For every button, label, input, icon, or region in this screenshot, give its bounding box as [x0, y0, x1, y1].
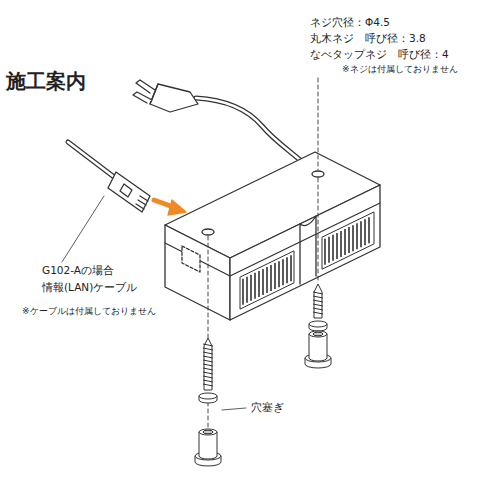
lan-contacts: [136, 196, 148, 209]
note-text: ネジ穴径：Φ4.5: [308, 16, 392, 29]
vent-slat: [356, 223, 358, 249]
vent-slat: [278, 261, 280, 287]
lan-cable: [68, 142, 118, 180]
note-text: ※ケーブルは付属しておりません: [20, 306, 158, 317]
vent-slat: [352, 225, 354, 251]
vent-slat: [328, 237, 330, 263]
power-cord: [196, 98, 300, 160]
vent-slat: [266, 267, 268, 293]
plug-prong: [133, 92, 152, 103]
vent-slat: [246, 277, 248, 303]
screw-hole: [312, 171, 324, 177]
screw-head: [309, 321, 327, 331]
vent-frame: [240, 251, 294, 309]
vent-slat: [290, 255, 292, 281]
lan-latch: [120, 184, 132, 197]
plug-body: [150, 84, 198, 112]
screw: [309, 284, 323, 318]
screw: [199, 338, 213, 390]
vent-slat: [262, 269, 264, 295]
vent-slat: [364, 219, 366, 245]
center-line: [318, 78, 319, 282]
power-cord-inner: [196, 98, 300, 160]
screw-head: [199, 393, 217, 403]
vent-frame: [322, 212, 374, 269]
vent-slat: [324, 239, 326, 265]
vent-slat: [270, 265, 272, 291]
housing-front: [230, 185, 380, 320]
hole-plug: [195, 429, 221, 466]
part-label: 穴塞ぎ: [249, 401, 286, 414]
vent-slat: [286, 257, 288, 283]
plug-prong: [136, 80, 155, 93]
screw-hole: [202, 229, 214, 235]
note-text: G102-Aの場合: [40, 264, 116, 277]
leader-line: [222, 408, 246, 410]
vent-slat: [332, 235, 334, 261]
insert-arrowhead: [168, 200, 186, 215]
leader-line: [62, 196, 104, 262]
jack-opening: [182, 246, 200, 272]
vent-slat: [348, 227, 350, 253]
note-text: ※ネジは付属しておりません: [340, 64, 460, 75]
note-text: 丸木ネジ 呼び径：3.8: [308, 32, 428, 45]
vent-slat: [254, 273, 256, 299]
vent-slat: [368, 217, 370, 243]
vent-slat: [250, 275, 252, 301]
vent-slat: [344, 229, 346, 255]
housing-side: [165, 225, 230, 320]
vent-slat: [282, 259, 284, 285]
vent-slat: [340, 231, 342, 257]
title: 施工案内: [6, 68, 86, 95]
note-text: なべタップネジ 呼び径：4: [308, 48, 451, 61]
vent-slat: [274, 263, 276, 289]
lan-cable-inner: [68, 142, 118, 180]
lan-connector: [108, 172, 150, 212]
vent-slat: [258, 271, 260, 297]
hole-plug: [305, 331, 331, 368]
note-text: 情報(LAN)ケーブル: [40, 281, 139, 294]
vent-slat: [336, 233, 338, 259]
vent-slat: [242, 279, 244, 305]
housing-channel: [300, 216, 316, 284]
vent-slat: [360, 221, 362, 247]
